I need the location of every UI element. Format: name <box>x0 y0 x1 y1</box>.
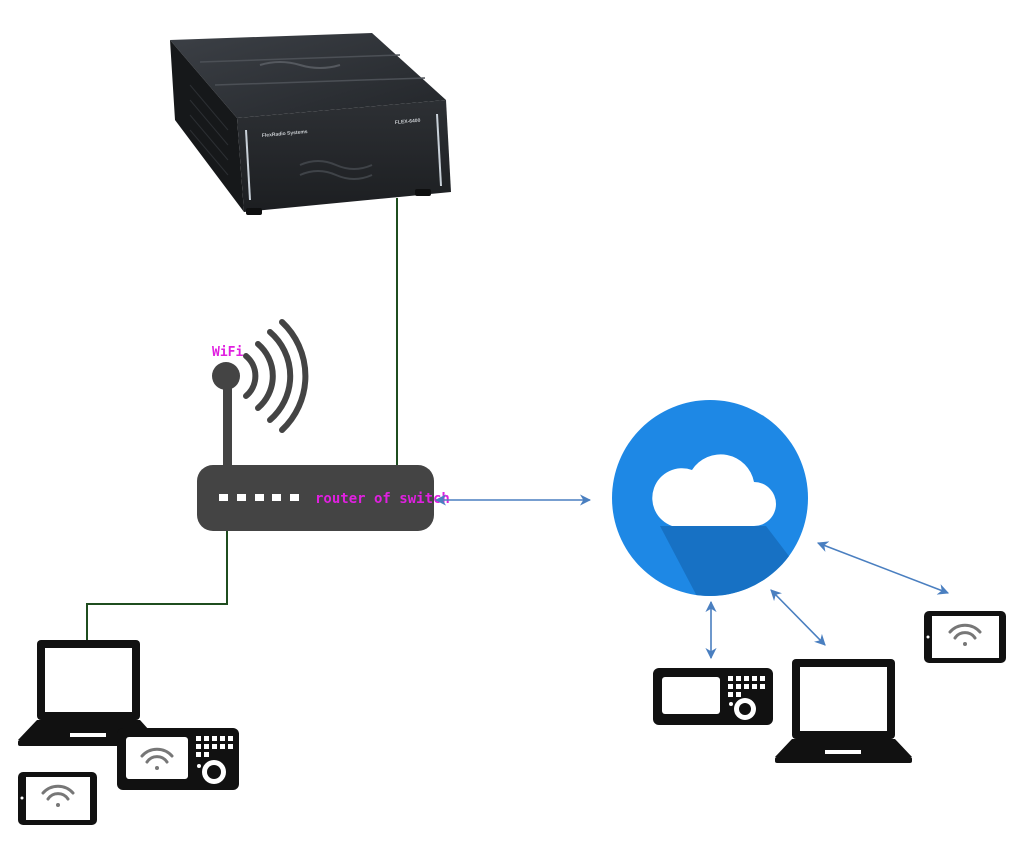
server-brand-text: FlexRadio Systems <box>262 129 308 139</box>
wifi-icon <box>140 747 174 770</box>
network-links <box>434 494 950 660</box>
wifi-icon <box>41 784 75 807</box>
router-to-laptop-cable <box>86 530 228 640</box>
radio-console-icon <box>653 668 773 725</box>
tablet-icon <box>924 611 1006 663</box>
wifi-label: WiFi <box>212 345 243 360</box>
router-label: router of switch <box>315 491 450 507</box>
cloud-to-tablet-link <box>816 541 950 595</box>
radio-console-icon <box>117 728 239 790</box>
laptop-icon <box>775 659 912 763</box>
router-icon <box>197 465 434 531</box>
server-model-text: FLEX-6400 <box>395 118 421 126</box>
laptop-icon <box>18 640 158 746</box>
wifi-icon <box>948 623 982 646</box>
tablet-icon <box>18 772 97 825</box>
cloud-to-laptop-link <box>770 589 826 646</box>
wired-links <box>86 198 398 640</box>
cloud-icon <box>612 400 808 596</box>
wifi-signal-icon <box>212 319 309 465</box>
radio-server-icon: FlexRadio Systems FLEX-6400 <box>170 33 451 215</box>
